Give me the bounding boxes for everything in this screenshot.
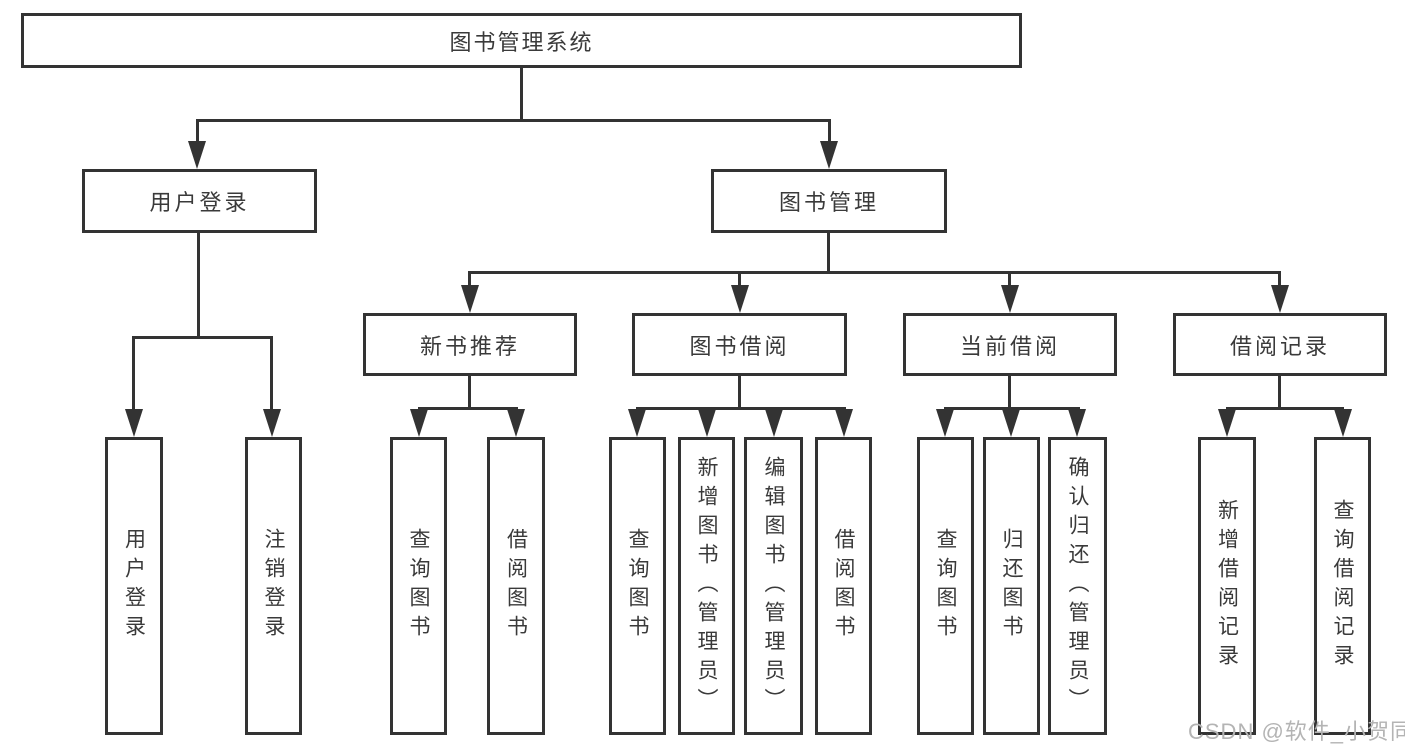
node-label: 查询借阅记录 (1331, 499, 1354, 673)
node-label: 新增借阅记录 (1215, 499, 1239, 673)
arrow-down-icon (765, 409, 783, 437)
connector-trunk (468, 376, 471, 408)
node-label: 注销登录 (262, 528, 285, 644)
leaf-user-login: 用户登录 (105, 437, 163, 735)
connector-trunk (1278, 376, 1281, 408)
node-label: 图书管理系统 (449, 29, 594, 55)
node-label: 用户登录 (149, 190, 250, 215)
connector-root-trunk (520, 68, 523, 119)
connector-drop-level3 (468, 271, 471, 287)
arrow-down-icon (1001, 285, 1019, 313)
leaf-confirm-return-admin: 确认归还（管理员） (1048, 437, 1107, 735)
node-label: 图书借阅 (689, 333, 790, 359)
arrow-down-icon (628, 409, 646, 437)
node-label: 归还图书 (1000, 528, 1023, 644)
arrow-down-icon (263, 409, 281, 437)
leaf-query-books: 查询图书 (390, 437, 447, 735)
node-borrowing-records: 借阅记录 (1173, 313, 1387, 376)
connector-drop-book-mgmt (828, 119, 831, 143)
connector-drop-level3 (1008, 271, 1011, 287)
node-label: 查询图书 (626, 528, 649, 644)
arrow-down-icon (698, 409, 716, 437)
node-label: 查询图书 (407, 528, 430, 644)
connector-user-login-trunk (197, 233, 200, 339)
leaf-borrow-books: 借阅图书 (487, 437, 545, 735)
node-label: 图书管理 (778, 190, 879, 215)
arrow-down-icon (1068, 409, 1086, 437)
arrow-down-icon (410, 409, 428, 437)
node-label: 借阅图书 (504, 528, 528, 644)
leaf-return-books: 归还图书 (983, 437, 1040, 735)
arrow-down-icon (461, 285, 479, 313)
leaf-edit-books-admin: 编辑图书（管理员） (744, 437, 803, 735)
connector-drop-level3 (738, 271, 741, 287)
leaf-borrow-books: 借阅图书 (815, 437, 872, 735)
node-label: 新增图书（管理员） (695, 455, 718, 717)
arrow-down-icon (731, 285, 749, 313)
connector-book-mgmt-trunk (827, 233, 830, 273)
node-book-borrowing: 图书借阅 (632, 313, 847, 376)
node-user-login: 用户登录 (82, 169, 317, 233)
connector-trunk (1008, 376, 1011, 408)
arrow-down-icon (1271, 285, 1289, 313)
leaf-query-borrow-record: 查询借阅记录 (1314, 437, 1371, 735)
connector-drop-level3 (1278, 271, 1281, 287)
arrow-down-icon (125, 409, 143, 437)
arrow-down-icon (507, 409, 525, 437)
arrow-down-icon (1334, 409, 1352, 437)
node-new-book-recommendation: 新书推荐 (363, 313, 577, 376)
leaf-query-books: 查询图书 (917, 437, 974, 735)
node-root-library-system: 图书管理系统 (21, 13, 1022, 68)
connector-drop-leaf (270, 336, 273, 411)
leaf-query-books: 查询图书 (609, 437, 666, 735)
connector-bus (418, 407, 518, 410)
csdn-watermark: CSDN @软件_小贺同学 (1188, 719, 1405, 744)
connector-drop-user-login (196, 119, 199, 143)
connector-trunk (738, 376, 741, 408)
connector-level3-bus (468, 271, 1281, 274)
connector-bus (1226, 407, 1344, 410)
arrow-down-icon (820, 141, 838, 169)
node-label: 编辑图书（管理员） (762, 455, 785, 717)
connector-bus (636, 407, 846, 410)
leaf-logout: 注销登录 (245, 437, 302, 735)
node-label: 用户登录 (122, 528, 146, 644)
arrow-down-icon (1002, 409, 1020, 437)
leaf-add-borrow-record: 新增借阅记录 (1198, 437, 1256, 735)
connector-drop-leaf (132, 336, 135, 411)
node-label: 查询图书 (934, 528, 957, 644)
connector-level2-bus (196, 119, 831, 122)
connector-user-login-bus (132, 336, 273, 339)
node-label: 当前借阅 (959, 333, 1060, 359)
arrow-down-icon (188, 141, 206, 169)
node-label: 新书推荐 (419, 333, 520, 359)
connector-bus (944, 407, 1080, 410)
node-label: 借阅记录 (1229, 333, 1330, 359)
arrow-down-icon (835, 409, 853, 437)
node-book-management: 图书管理 (711, 169, 947, 233)
arrow-down-icon (1218, 409, 1236, 437)
arrow-down-icon (936, 409, 954, 437)
leaf-add-books-admin: 新增图书（管理员） (678, 437, 735, 735)
node-label: 确认归还（管理员） (1066, 455, 1089, 717)
node-label: 借阅图书 (832, 528, 855, 644)
node-current-borrowing: 当前借阅 (903, 313, 1117, 376)
